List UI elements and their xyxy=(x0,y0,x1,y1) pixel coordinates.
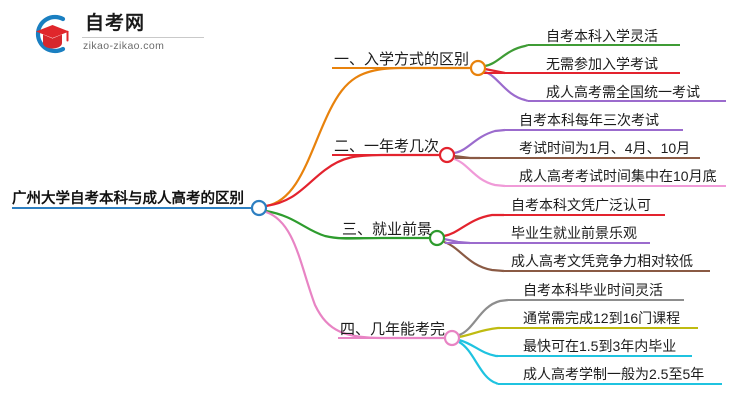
node-branch-3[interactable] xyxy=(428,229,446,247)
connector-branch-4-leaf-3 xyxy=(458,338,498,358)
connector-root-to-branch-2 xyxy=(265,153,440,208)
leaf-label-2-2[interactable]: 考试时间为1月、4月、10月 xyxy=(519,140,691,156)
leaf-label-1-2[interactable]: 无需参加入学考试 xyxy=(546,56,658,72)
logo-text: 自考网 zikao-zikao.com xyxy=(82,12,210,56)
connector-branch-4-leaf-1 xyxy=(458,298,509,337)
connector-branch-1-leaf-3 xyxy=(484,70,529,103)
connector-branch-4-leaf-4 xyxy=(458,341,499,385)
leaf-label-2-3[interactable]: 成人高考考试时间集中在10月底 xyxy=(519,168,717,184)
logo-domain: zikao-zikao.com xyxy=(83,40,165,52)
site-logo: 自考网 zikao-zikao.com xyxy=(30,10,210,58)
connector-branch-3-leaf-1 xyxy=(443,213,504,238)
root-node-label[interactable]: 广州大学自考本科与成人高考的区别 xyxy=(12,191,244,207)
connector-root-to-branch-4 xyxy=(265,210,445,340)
leaf-label-4-3[interactable]: 最快可在1.5到3年内毕业 xyxy=(523,338,677,354)
node-branch-1[interactable] xyxy=(469,59,487,77)
leaf-label-4-4[interactable]: 成人高考学制一般为2.5至5年 xyxy=(523,366,705,382)
connector-branch-2-leaf-1 xyxy=(453,128,506,155)
connector-branch-4-leaf-2 xyxy=(458,326,500,339)
node-branch-4[interactable] xyxy=(443,329,461,347)
branch-node-label-4[interactable]: 四、几年能考完 xyxy=(340,321,446,338)
leaf-label-3-3[interactable]: 成人高考文凭竞争力相对较低 xyxy=(511,253,693,269)
leaf-label-1-3[interactable]: 成人高考需全国统一考试 xyxy=(546,84,700,100)
node-branch-2[interactable] xyxy=(438,146,456,164)
branch-node-label-1[interactable]: 一、入学方式的区别 xyxy=(334,51,470,68)
leaf-label-2-1[interactable]: 自考本科每年三次考试 xyxy=(519,112,659,128)
branch-node-label-3[interactable]: 三、就业前景 xyxy=(342,221,433,238)
logo-divider xyxy=(82,37,204,38)
branch-node-label-2[interactable]: 二、一年考几次 xyxy=(334,138,440,155)
connector-root-to-branch-1 xyxy=(265,66,471,208)
connector-branch-1-leaf-1 xyxy=(484,43,529,68)
connector-branch-2-leaf-3 xyxy=(453,157,506,188)
logo-mark-icon xyxy=(35,14,69,54)
node-root[interactable] xyxy=(250,199,268,217)
leaf-label-4-2[interactable]: 通常需完成12到16门课程 xyxy=(523,310,681,326)
connector-branch-3-leaf-3 xyxy=(443,240,505,273)
leaf-label-4-1[interactable]: 自考本科毕业时间灵活 xyxy=(523,282,663,298)
logo-title: 自考网 xyxy=(85,13,146,34)
leaf-label-3-1[interactable]: 自考本科文凭广泛认可 xyxy=(511,197,651,213)
leaf-label-1-1[interactable]: 自考本科入学灵活 xyxy=(546,28,658,44)
leaf-label-3-2[interactable]: 毕业生就业前景乐观 xyxy=(511,225,637,241)
